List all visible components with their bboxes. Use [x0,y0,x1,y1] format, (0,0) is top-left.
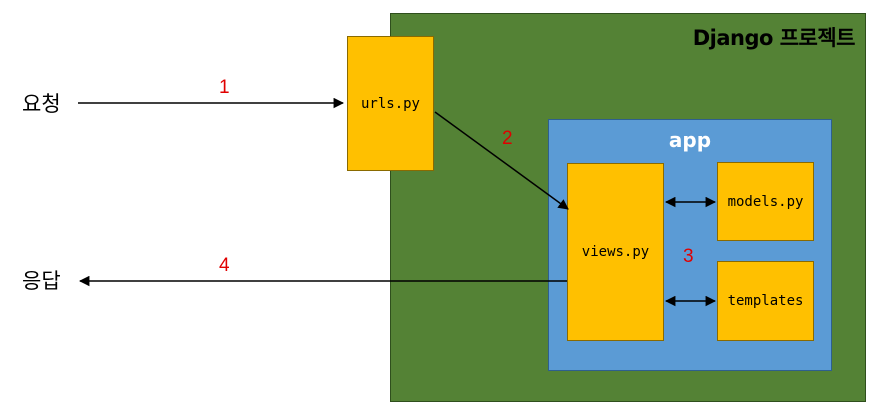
models-file-box: models.py [717,162,814,241]
request-label: 요청 [22,92,61,116]
step-number-4: 4 [219,255,230,276]
templates-file-box: templates [717,261,814,341]
templates-file-label: templates [727,293,804,309]
urls-to-views-arrow [434,111,569,210]
views-file-box: views.py [567,163,664,341]
urls-file-box: urls.py [347,36,434,171]
step-number-3: 3 [683,246,694,267]
models-file-label: models.py [727,193,804,210]
project-title: Django 프로젝트 [692,26,856,50]
step-number-2: 2 [502,128,513,149]
app-title: app [668,128,712,152]
urls-file-label: urls.py [360,95,420,112]
views-file-label: views.py [581,244,650,260]
step-number-1: 1 [219,77,230,98]
response-label: 응답 [22,269,61,293]
